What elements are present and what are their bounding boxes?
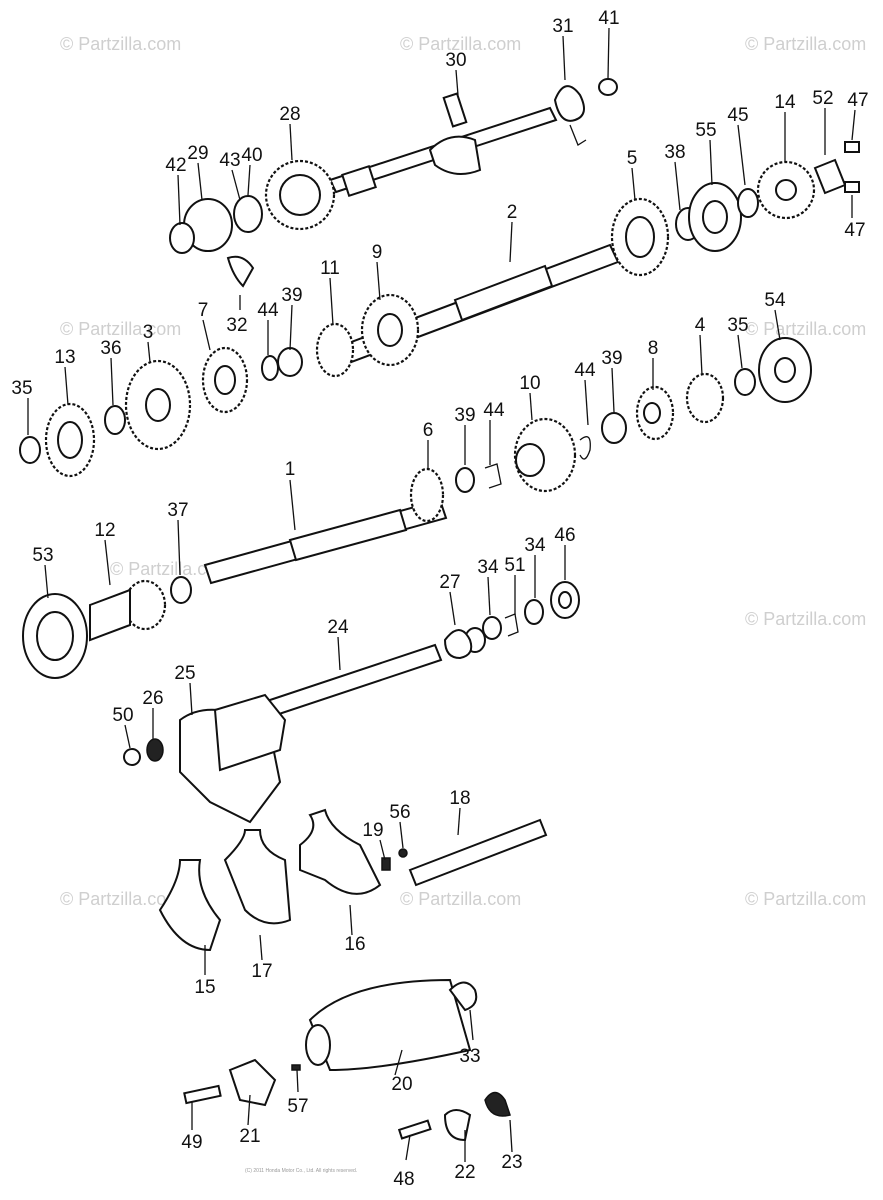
gearshift-spindle-assembly [123, 629, 473, 824]
watermark: © Partzilla.com [400, 34, 521, 54]
callout-17: 17 [251, 961, 272, 982]
callout-56: 56 [389, 802, 410, 823]
mainshaft-assembly [22, 337, 812, 679]
callout-11: 11 [320, 258, 340, 279]
callout-44c: 44 [574, 360, 596, 381]
callout-47: 47 [847, 90, 868, 111]
callout-42: 42 [165, 155, 186, 176]
callout-4: 4 [695, 315, 706, 336]
watermark: © Partzilla.com [60, 889, 181, 909]
callout-2: 2 [507, 202, 518, 223]
callout-9: 9 [372, 242, 383, 263]
callout-34: 34 [477, 557, 499, 578]
callout-21: 21 [239, 1126, 260, 1147]
watermark: © Partzilla.com [745, 889, 866, 909]
watermark: © Partzilla.com [745, 319, 866, 339]
callout-46: 46 [554, 525, 575, 546]
callout-25: 25 [174, 663, 195, 684]
callout-6: 6 [423, 420, 434, 441]
callout-55: 55 [695, 120, 716, 141]
kickstarter-shaft-assembly [169, 78, 618, 288]
shift-fork-and-drum-assembly [158, 808, 548, 1142]
callout-27: 27 [439, 572, 460, 593]
callout-22: 22 [454, 1162, 475, 1183]
callout-50: 50 [112, 705, 133, 726]
callout-37: 37 [167, 500, 188, 521]
leader-lines [27, 27, 856, 1162]
callout-57: 57 [287, 1096, 308, 1117]
callout-35: 35 [11, 378, 32, 399]
callout-53: 53 [32, 545, 53, 566]
callout-35b: 35 [727, 315, 748, 336]
callout-41: 41 [598, 8, 619, 29]
callout-18: 18 [449, 788, 470, 809]
callout-3: 3 [143, 322, 154, 343]
callout-1: 1 [285, 459, 296, 480]
callout-30: 30 [445, 50, 466, 71]
watermark: © Partzilla.com [400, 889, 521, 909]
callout-47b: 47 [844, 220, 865, 241]
callout-28: 28 [279, 104, 300, 125]
callout-32: 32 [226, 315, 247, 336]
callout-15: 15 [194, 977, 215, 998]
callout-24: 24 [327, 617, 349, 638]
callout-10: 10 [519, 373, 540, 394]
watermark: © Partzilla.com [60, 319, 181, 339]
callout-31: 31 [552, 16, 573, 37]
watermark: © Partzilla.com [60, 34, 181, 54]
watermark: © Partzilla.com [745, 609, 866, 629]
callout-33: 33 [459, 1046, 480, 1067]
callout-39b: 39 [454, 405, 475, 426]
callout-54: 54 [764, 290, 786, 311]
callout-34b: 34 [524, 535, 546, 556]
callout-12: 12 [94, 520, 115, 541]
callout-23: 23 [501, 1152, 522, 1173]
callout-29: 29 [187, 143, 208, 164]
callout-43: 43 [219, 150, 240, 171]
callout-numbers: 1 2 3 4 5 6 7 8 9 10 11 12 13 14 15 16 1… [11, 8, 868, 1190]
callout-8: 8 [648, 338, 659, 359]
callout-39c: 39 [601, 348, 622, 369]
callout-38: 38 [664, 142, 685, 163]
callout-7: 7 [198, 300, 209, 321]
callout-52: 52 [812, 88, 833, 109]
countershaft-assembly [19, 141, 860, 478]
callout-36: 36 [100, 338, 121, 359]
callout-14: 14 [774, 92, 796, 113]
callout-26: 26 [142, 688, 163, 709]
callout-20: 20 [391, 1074, 412, 1095]
callout-5: 5 [627, 148, 638, 169]
watermark: © Partzilla.com [745, 34, 866, 54]
callout-44b: 44 [483, 400, 505, 421]
callout-40: 40 [241, 145, 262, 166]
callout-39: 39 [281, 285, 302, 306]
callout-13: 13 [54, 347, 75, 368]
watermark: © Partzilla.com [110, 559, 231, 579]
callout-19: 19 [362, 820, 383, 841]
callout-16: 16 [344, 934, 365, 955]
callout-51: 51 [504, 555, 525, 576]
watermarks: © Partzilla.com © Partzilla.com © Partzi… [60, 34, 866, 909]
callout-44: 44 [257, 300, 279, 321]
callout-48: 48 [393, 1169, 414, 1190]
copyright-footer: (C) 2011 Honda Motor Co., Ltd. All right… [245, 1168, 357, 1174]
callout-45: 45 [727, 105, 748, 126]
callout-49: 49 [181, 1132, 202, 1153]
